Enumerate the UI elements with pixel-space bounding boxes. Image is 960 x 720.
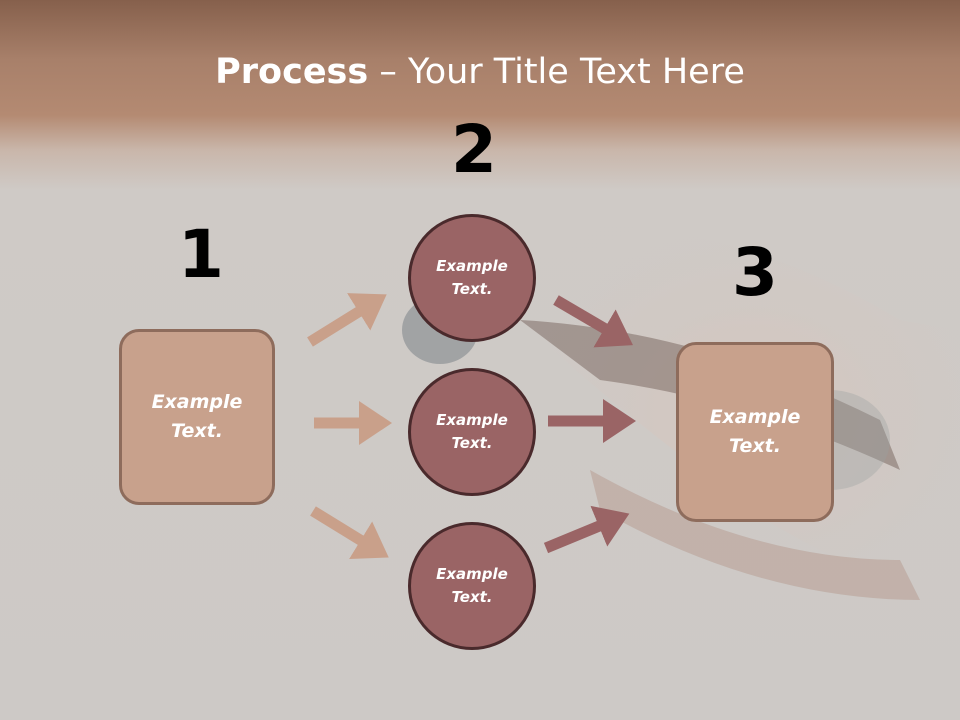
slide-title: Process – Your Title Text Here — [0, 52, 960, 92]
title-bold: Process — [215, 52, 369, 92]
process-circle-bottom: Example Text. — [408, 522, 536, 650]
circle-top-line2: Text. — [451, 280, 493, 298]
arrow-top-to-right — [553, 295, 633, 348]
circle-middle-line2: Text. — [451, 434, 493, 452]
step-number-2: 2 — [451, 111, 497, 188]
step-number-1: 1 — [178, 216, 224, 293]
arrow-left-to-top — [307, 293, 387, 347]
arrow-bottom-to-right — [543, 505, 630, 554]
circle-bottom-line1: Example — [436, 565, 508, 583]
end-box-line2: Text. — [729, 435, 781, 457]
end-box-line1: Example — [709, 406, 801, 428]
step-number-3: 3 — [732, 234, 778, 311]
process-circle-middle: Example Text. — [408, 368, 536, 496]
end-box: Example Text. — [676, 342, 834, 522]
arrow-left-to-bottom — [310, 506, 389, 559]
start-box-line2: Text. — [171, 420, 223, 442]
start-box: Example Text. — [119, 329, 275, 505]
start-box-line1: Example — [151, 391, 243, 413]
circle-top-line1: Example — [436, 257, 508, 275]
process-circle-top: Example Text. — [408, 214, 536, 342]
circle-middle-line1: Example — [436, 411, 508, 429]
circle-bottom-line2: Text. — [451, 588, 493, 606]
title-rest: – Your Title Text Here — [368, 52, 745, 92]
